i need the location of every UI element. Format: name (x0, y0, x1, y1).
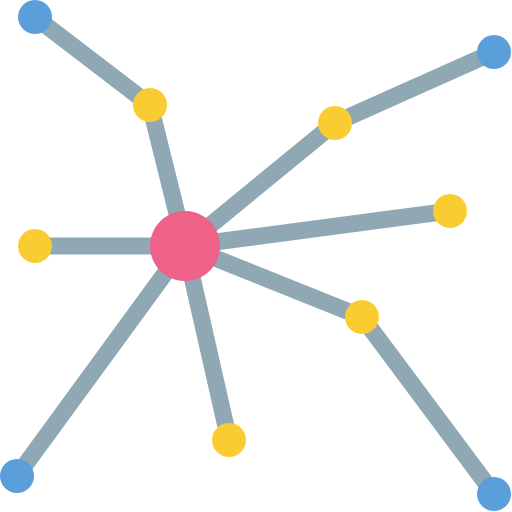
edge-hub-to-n-bottom-left (10, 240, 192, 482)
hub-node-hub (150, 211, 220, 281)
edge-n-top-left-mid-to-n-top-left-end (29, 10, 156, 112)
edge-n-upper-right-mid-to-n-upper-right-end (331, 44, 498, 131)
node-n-lower-right-mid (345, 300, 379, 334)
edge-hub-to-n-right (183, 202, 452, 255)
node-n-top-left-end (18, 0, 52, 34)
node-n-lower-right-end (477, 477, 511, 511)
node-n-top-left-mid (133, 88, 167, 122)
node-n-bottom-left (0, 459, 34, 493)
edges-layer (10, 10, 501, 500)
node-n-left (18, 229, 52, 263)
node-n-right (433, 194, 467, 228)
edge-n-lower-right-mid-to-n-lower-right-end (355, 311, 501, 500)
node-n-bottom (212, 423, 246, 457)
node-n-upper-right-mid (318, 106, 352, 140)
node-n-upper-right-end (477, 35, 511, 69)
